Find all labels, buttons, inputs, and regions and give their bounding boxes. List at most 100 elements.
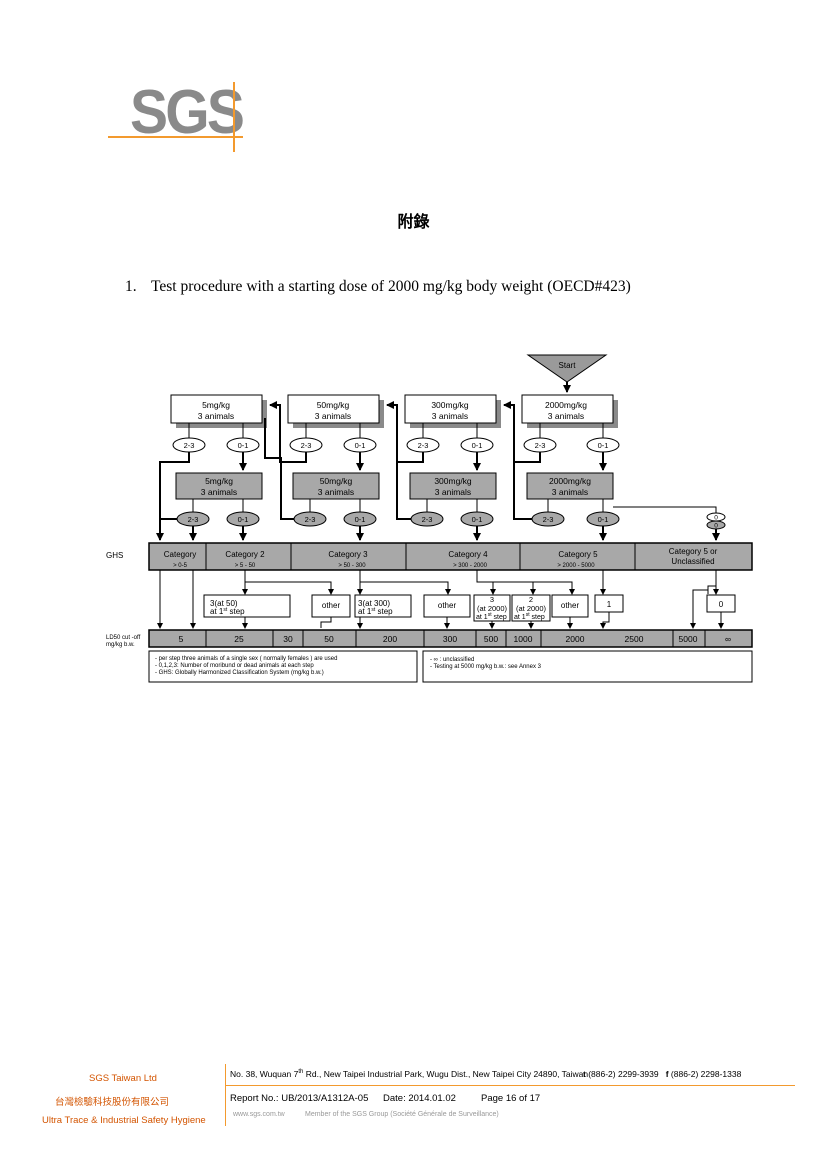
dose-box-50-line2: 3 animals [315,411,351,421]
footer-member-note: Member of the SGS Group (Société Général… [305,1111,499,1118]
ld50-value: 1000 [514,634,533,644]
result-2: 2 [529,595,533,604]
result-at-1st-step: at 1st step [476,612,507,621]
start-node: Start [526,354,608,393]
footer-divider-horizontal [225,1085,795,1086]
oval-2-3: 2-3 [301,441,312,450]
footer-page-number: Page 16 of 17 [481,1093,541,1104]
dose-box-300-line2: 3 animals [432,411,468,421]
oval-2-3: 2-3 [543,515,554,524]
footer-phone-fax: t (886-2) 2299-3939 f (886-2) 2298-1338 [583,1069,742,1079]
oval-2-3: 2-3 [422,515,433,524]
result-3-at-300: 3(at 300) [358,599,390,608]
ld50-value: 2000 [566,634,585,644]
ld50-value: 5 [179,634,184,644]
ghs-cat-5-range: > 2000 - 5000 [557,563,595,569]
ghs-cat-2-name: Category 2 [225,550,265,559]
footer-company-en: SGS Taiwan Ltd [89,1073,157,1084]
ghs-label: GHS [106,551,123,560]
oval-zero: 0 [714,515,718,522]
ghs-cat-2-range: > 5 - 50 [235,563,256,569]
footer-date: Date: 2014.01.02 [383,1093,456,1104]
ld50-value: 25 [234,634,244,644]
ld50-value: 30 [283,634,293,644]
result-1: 1 [607,600,612,609]
dose-box-5-line2: 3 animals [198,411,234,421]
dose-box2-50-line2: 3 animals [318,487,354,497]
ld50-value: 5000 [679,634,698,644]
result-3-at-50: 3(at 50) [210,599,238,608]
note-right-1: - ∞ : unclassified [430,657,474,663]
oval-0-1: 0-1 [355,441,366,450]
ld50-band [148,629,753,648]
note-left-2: - 0,1,2,3: Number of moribund or dead an… [155,663,314,669]
section-number: 1. [125,278,137,295]
footer-address: No. 38, Wuquan 7th Rd., New Taipei Indus… [230,1069,589,1079]
dose-box-50-line1: 50mg/kg [317,400,350,410]
section-text: Test procedure with a starting dose of 2… [151,278,631,295]
dose-box2-300-line2: 3 animals [435,487,471,497]
oecd-423-flowchart: Start 5mg/kg 3 animals 50mg/kg 3 animals… [106,354,753,683]
dose-box-300-line1: 300mg/kg [431,400,469,410]
ld50-value: 2500 [625,634,644,644]
result-at-2000: (at 2000) [477,604,508,613]
note-left-1: - per step three animals of a single sex… [155,656,337,662]
ld50-value: 50 [324,634,334,644]
oval-0-1: 0-1 [598,515,609,524]
ld50-label-line1: LD50 cut -off [106,635,141,641]
note-left-3: - GHS: Globally Harmonized Classificatio… [155,670,324,676]
ghs-cat-4-range: > 300 - 2000 [453,563,488,569]
ghs-cat-3-range: > 50 - 300 [338,563,366,569]
oval-0-1: 0-1 [238,515,249,524]
ld50-value: 300 [443,634,457,644]
ghs-cat-unclassified-line2: Unclassified [671,557,714,566]
footer-company-zh: 台灣檢驗科技股份有限公司 [55,1097,170,1108]
dose-box2-2000-line1: 2000mg/kg [549,476,591,486]
logo-orange-rule [108,136,243,138]
footer-website: www.sgs.com.tw [233,1111,285,1118]
result-other: other [438,601,457,610]
footer-report-number: Report No.: UB/2013/A1312A-05 [230,1093,369,1104]
result-other: other [322,601,341,610]
dose-boxes-second: 5mg/kg 3 animals 50mg/kg 3 animals 300mg… [175,472,614,500]
ghs-cat-1-name: Category [164,550,196,559]
dose-box-2000-line1: 2000mg/kg [545,400,587,410]
dose-box2-50-line1: 50mg/kg [320,476,353,486]
ld50-value: 500 [484,634,498,644]
dose-box2-5-line1: 5mg/kg [205,476,233,486]
sgs-logo: SGS [108,78,245,152]
ghs-cat-4-name: Category 4 [448,550,488,559]
section-heading: 1. Test procedure with a starting dose of… [125,278,631,296]
oval-2-3: 2-3 [184,441,195,450]
start-label: Start [559,361,577,370]
result-at-1st-step: at 1st step [358,607,393,616]
dose-box2-300-line1: 300mg/kg [434,476,472,486]
result-other: other [561,601,580,610]
result-at-1st-step: at 1st step [514,612,545,621]
oval-0-1: 0-1 [355,515,366,524]
oval-0-1: 0-1 [472,441,483,450]
oval-0-1: 0-1 [598,441,609,450]
ghs-cat-5-name: Category 5 [558,550,598,559]
ld50-label-line2: mg/kg b.w. [106,642,135,648]
ghs-band [148,542,753,571]
footer-divider-vertical [225,1064,226,1126]
logo-text: SGS [130,78,245,147]
result-at-1st-step: at 1st step [210,607,245,616]
dose-box-2000-line2: 3 animals [548,411,584,421]
oval-2-3: 2-3 [188,515,199,524]
oval-0-1: 0-1 [472,515,483,524]
ghs-cat-1-range: > 0-5 [173,563,188,569]
oval-2-3: 2-3 [418,441,429,450]
result-3: 3 [490,595,494,604]
ld50-value: 200 [383,634,397,644]
oval-2-3: 2-3 [535,441,546,450]
ghs-cat-unclassified-line1: Category 5 or [669,547,718,556]
oval-zero: 0 [714,523,718,530]
appendix-title: 附錄 [397,212,430,231]
dose-box2-2000-line2: 3 animals [552,487,588,497]
logo-orange-vertical [233,82,235,152]
ld50-value: ∞ [725,634,731,644]
result-0: 0 [719,600,724,609]
dose-box2-5-line2: 3 animals [201,487,237,497]
